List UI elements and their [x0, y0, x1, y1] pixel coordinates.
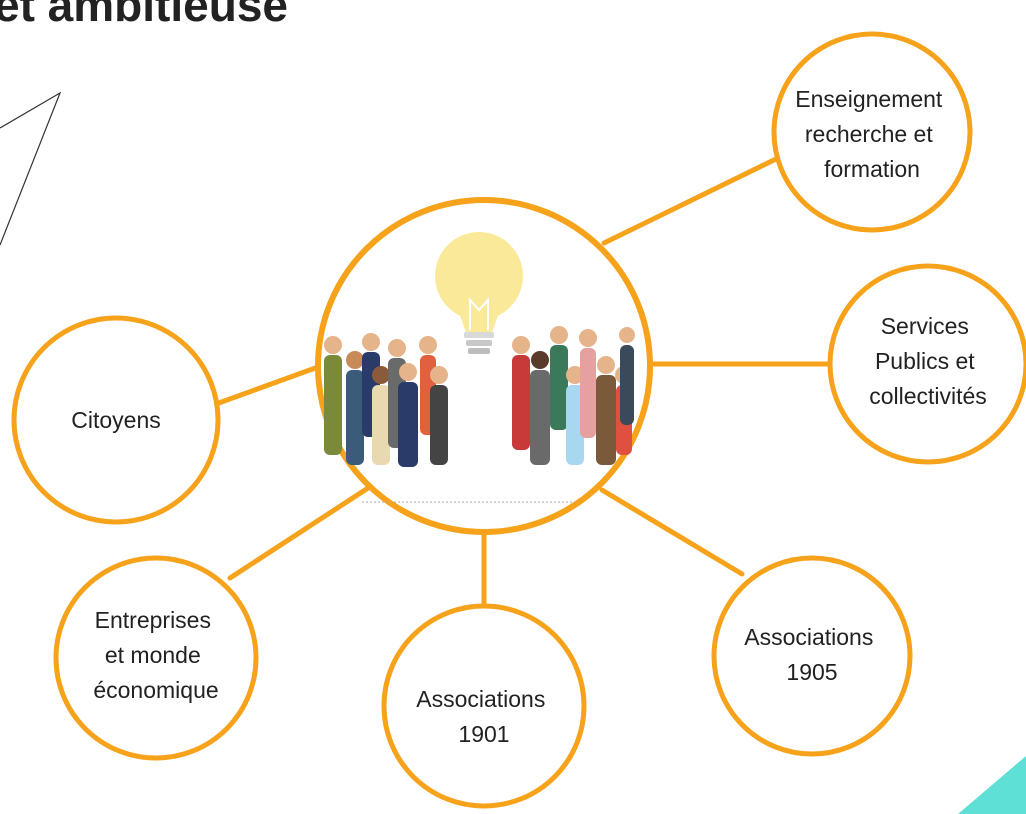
label-enseignement: Enseignement recherche et formation: [795, 86, 948, 182]
node-circle-associations-1901: [381, 603, 587, 809]
center-hub: [315, 197, 653, 535]
label-citoyens: Citoyens: [71, 407, 160, 433]
crowd-left-illustration: [324, 333, 448, 467]
node-circle-services-publics: [827, 263, 1026, 465]
connector-associations-1905: [599, 487, 745, 577]
slide-title: et ambitieuse: [0, 0, 288, 31]
node-circle-entreprises: [53, 555, 259, 761]
crowd-right-illustration: [512, 326, 635, 465]
node-circle-associations-1905: [711, 555, 913, 757]
label-associations-1901: Associations 1901: [416, 686, 552, 747]
corner-accent-shape: [958, 756, 1026, 814]
label-associations-1905: Associations 1905: [744, 624, 880, 685]
node-circle-citoyens: [11, 315, 221, 525]
connector-entreprises: [227, 485, 371, 581]
connector-citoyens: [213, 364, 321, 407]
connector-enseignement: [601, 155, 781, 246]
label-entreprises: Entreprises et monde économique: [93, 607, 218, 703]
decorative-line: [0, 91, 62, 246]
label-services-publics: Services Publics et collectivités: [869, 313, 987, 409]
node-circle-enseignement: [771, 31, 973, 233]
lightbulb-icon: [435, 232, 523, 354]
